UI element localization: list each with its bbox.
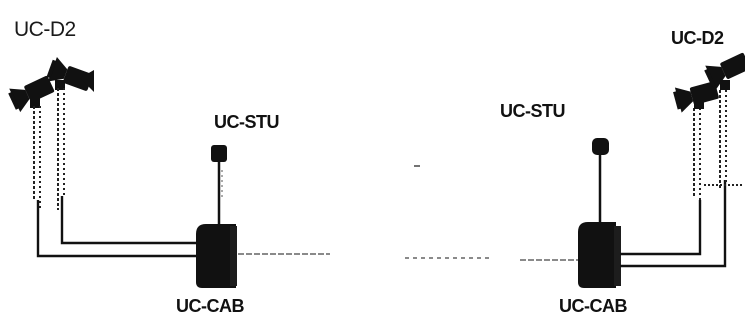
label-uc-d2-left: UC-D2 [14, 18, 76, 41]
label-uc-stu-right: UC-STU [500, 101, 566, 121]
camera-left-upper-icon [45, 56, 95, 96]
stu-right-icon [592, 138, 609, 226]
cab-right-icon [578, 222, 621, 288]
label-uc-cab-left: UC-CAB [176, 296, 245, 316]
camera-right-lower-icon [672, 77, 721, 114]
camera-right-cables [620, 180, 727, 268]
stu-left-icon [211, 145, 227, 226]
camera-left-poles [33, 88, 65, 210]
camera-left-cables [36, 196, 196, 258]
label-uc-cab-right: UC-CAB [559, 296, 628, 316]
label-uc-d2-right: UC-D2 [671, 28, 724, 48]
inter-cabinet-link [238, 165, 578, 261]
camera-left-lower-icon [6, 71, 57, 114]
label-uc-stu-left: UC-STU [214, 112, 280, 132]
camera-right-poles [693, 90, 744, 200]
cab-left-icon [196, 224, 237, 288]
camera-right-upper-icon [702, 48, 745, 91]
